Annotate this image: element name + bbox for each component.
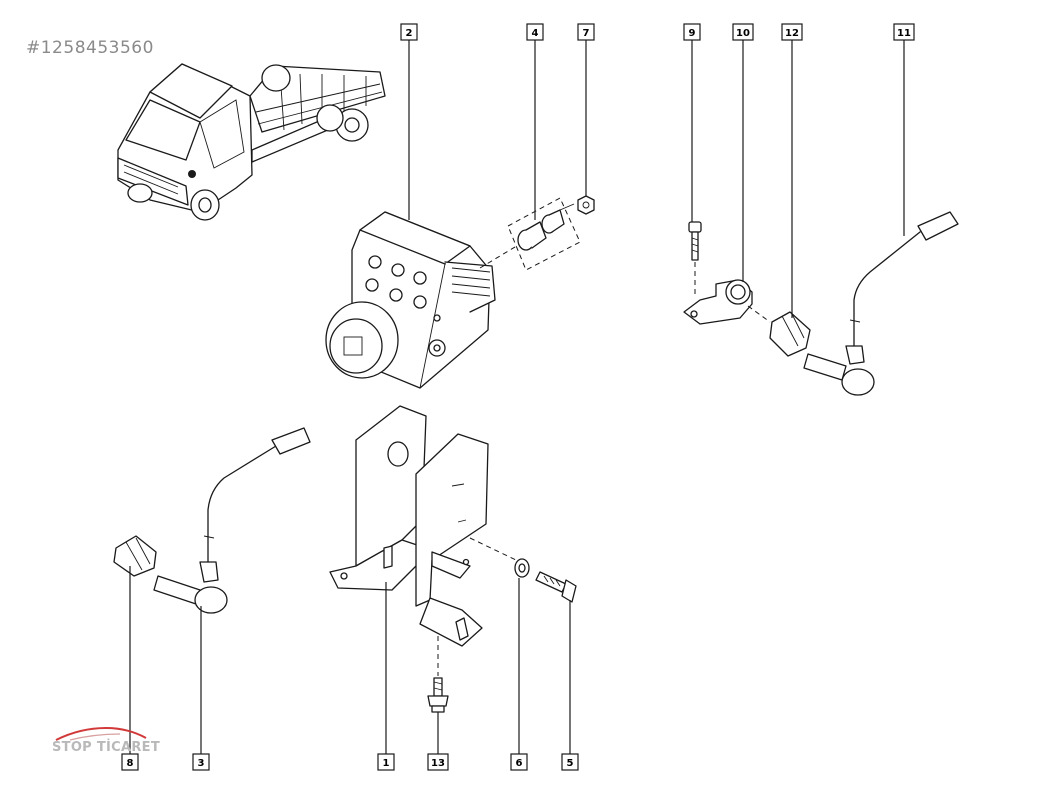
callout-c11: 11 <box>893 23 915 41</box>
silent-block-set <box>507 197 581 271</box>
callout-label: 6 <box>516 758 523 769</box>
car-silhouette-icon <box>55 726 147 741</box>
callout-label: 4 <box>532 28 539 39</box>
callout-c10: 10 <box>732 23 754 41</box>
callout-c13: 13 <box>427 753 449 771</box>
assembly-line <box>469 537 517 561</box>
callout-label: 5 <box>567 758 574 769</box>
callout-label: 9 <box>689 28 696 39</box>
vehicle-chassis-cab-illustration <box>117 63 386 221</box>
sensor-bracket <box>683 279 753 325</box>
callout-c5: 5 <box>561 753 579 771</box>
assembly-line <box>747 305 771 323</box>
sensor-sleeve-right <box>769 311 811 357</box>
nut <box>577 195 595 215</box>
callout-leaders <box>129 40 905 754</box>
callout-c4: 4 <box>526 23 544 41</box>
washer <box>514 558 530 578</box>
callout-label: 10 <box>736 28 750 39</box>
abs-hydraulic-unit <box>325 211 496 389</box>
callout-label: 3 <box>198 758 205 769</box>
callout-label: 12 <box>785 28 799 39</box>
callout-c9: 9 <box>683 23 701 41</box>
callout-label: 1 <box>383 758 390 769</box>
callout-c12: 12 <box>781 23 803 41</box>
watermark-logo: STOP TİCARET <box>50 724 160 770</box>
callout-label: 7 <box>583 28 590 39</box>
mounting-bracket <box>329 405 489 647</box>
callout-c3: 3 <box>192 753 210 771</box>
callout-label: 2 <box>406 28 413 39</box>
screw-small <box>688 221 702 261</box>
callout-label: 11 <box>897 28 911 39</box>
callout-c6: 6 <box>510 753 528 771</box>
flange-bolt <box>427 677 449 713</box>
sensor-sleeve-left <box>113 535 157 577</box>
bolt <box>535 571 577 603</box>
wheel-speed-sensor-right <box>803 211 959 396</box>
watermark-text: STOP TİCARET <box>52 740 160 755</box>
wheel-speed-sensor-left <box>153 427 311 614</box>
callout-label: 13 <box>431 758 445 769</box>
callout-c1: 1 <box>377 753 395 771</box>
reference-id: #1258453560 <box>26 38 154 58</box>
callout-c7: 7 <box>577 23 595 41</box>
callout-c8: 8 <box>121 753 139 771</box>
assembly-line <box>479 243 521 269</box>
callout-c2: 2 <box>400 23 418 41</box>
callout-label: 8 <box>127 758 134 769</box>
